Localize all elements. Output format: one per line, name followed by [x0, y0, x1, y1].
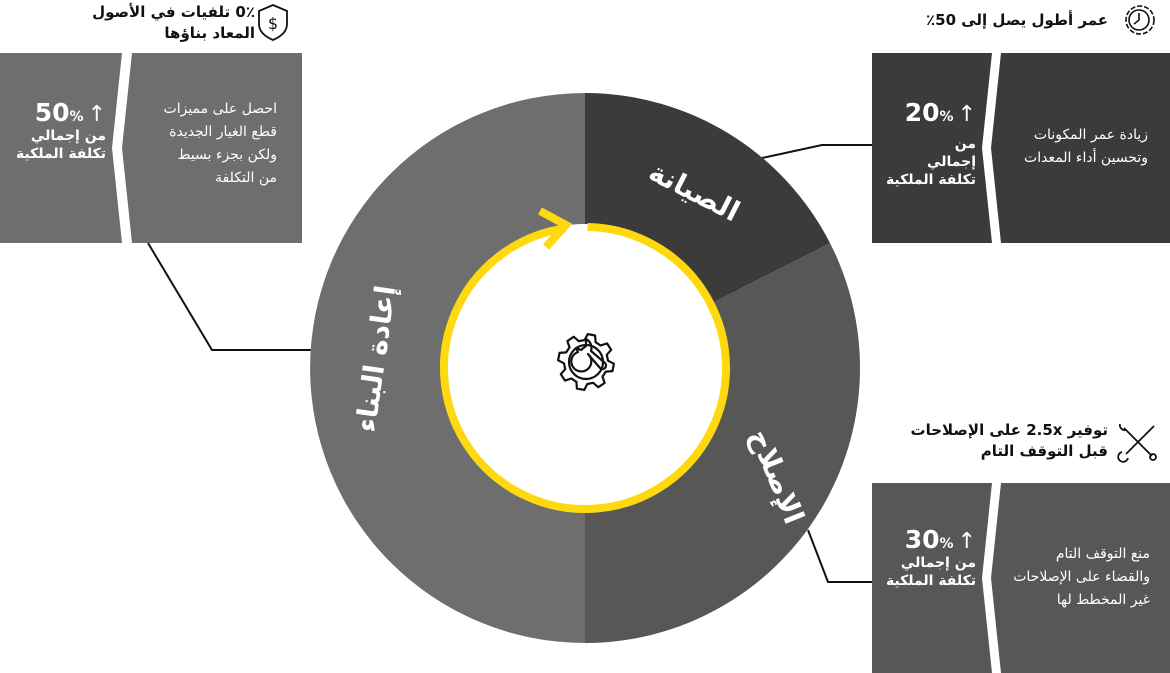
- gear-wrench-icon: [557, 333, 615, 391]
- rebuild-heading-line: المعاد بناؤها: [164, 24, 255, 42]
- description-line: زيادة عمر المكونات: [1033, 127, 1148, 143]
- arrow-up-icon: ↑: [957, 529, 976, 554]
- stat-unit: %: [69, 109, 84, 125]
- clock-gear-icon: [1125, 5, 1155, 35]
- stat-sub-line: إجمالي: [927, 154, 976, 170]
- description-line: ولكن بجزء بسيط: [177, 147, 277, 163]
- stat-number: 30: [904, 525, 940, 554]
- rebuild-heading: 0٪ تلفيات في الأصول المعاد بناؤها: [15, 2, 255, 44]
- stat-number: 50: [34, 98, 70, 127]
- stat-sub-line: تكلفة الملكية: [885, 573, 976, 589]
- connector-maintenance: [761, 144, 872, 159]
- card-rebuild-panel: [0, 53, 302, 243]
- dollar-shield-icon: $: [258, 4, 288, 41]
- cycle-arrowhead-icon: [538, 207, 573, 250]
- connector-rebuild: [147, 242, 312, 351]
- stat-number: 20: [904, 98, 940, 127]
- cycle-ring: [440, 223, 730, 513]
- stat-sub-line: من إجمالي: [30, 128, 106, 144]
- rebuild-stat: ↑50% من إجمالي تكلفة الملكية: [6, 98, 106, 163]
- stat-sub-line: تكلفة الملكية: [15, 146, 106, 162]
- stat-unit: %: [939, 109, 954, 125]
- description-line: قطع الغيار الجديدة: [169, 124, 277, 140]
- repair-heading-line: قبل التوقف التام: [980, 442, 1108, 460]
- stat-value: 50%: [35, 98, 84, 127]
- svg-text:$: $: [268, 14, 278, 33]
- maintenance-stat: ↑20% من إجمالي تكلفة الملكية: [876, 98, 976, 189]
- connector-repair: [807, 529, 872, 583]
- wheel-center: [441, 224, 729, 512]
- stat-value: 30%: [905, 525, 954, 554]
- maintenance-description: زيادة عمر المكونات وتحسين أداء المعدات: [1000, 124, 1148, 170]
- stat-value: 20%: [905, 98, 954, 127]
- stat-sub-line: من: [954, 136, 976, 152]
- arrow-up-icon: ↑: [957, 102, 976, 127]
- description-line: وتحسين أداء المعدات: [1024, 150, 1148, 166]
- description-line: والقضاء على الإصلاحات: [1013, 569, 1150, 585]
- description-line: احصل على مميزات: [163, 101, 277, 117]
- tools-cross-icon: [1117, 423, 1157, 463]
- repair-heading: توفير 2.5x على الإصلاحات قبل التوقف التا…: [848, 420, 1109, 462]
- repair-stat: ↑30% من إجمالي تكلفة الملكية: [876, 525, 976, 590]
- arrow-up-icon: ↑: [87, 102, 106, 127]
- stat-unit: %: [939, 536, 954, 552]
- maintenance-heading-line: عمر أطول يصل إلى 50٪: [926, 11, 1108, 29]
- repair-description: منع التوقف التام والقضاء على الإصلاحات غ…: [990, 543, 1150, 612]
- description-line: منع التوقف التام: [1055, 546, 1150, 562]
- card-maintenance-panel: [872, 53, 1170, 243]
- description-line: غير المخطط لها: [1056, 592, 1150, 608]
- stat-sub-line: من إجمالي: [900, 555, 976, 571]
- stat-sub-line: تكلفة الملكية: [885, 172, 976, 188]
- card-repair-panel: [872, 483, 1170, 673]
- repair-heading-line: توفير 2.5x على الإصلاحات: [910, 421, 1109, 439]
- description-line: من التكلفة: [215, 170, 277, 186]
- maintenance-heading: عمر أطول يصل إلى 50٪: [868, 10, 1108, 31]
- rebuild-heading-line: 0٪ تلفيات في الأصول: [92, 3, 255, 21]
- rebuild-description: احصل على مميزات قطع الغيار الجديدة ولكن …: [135, 98, 277, 190]
